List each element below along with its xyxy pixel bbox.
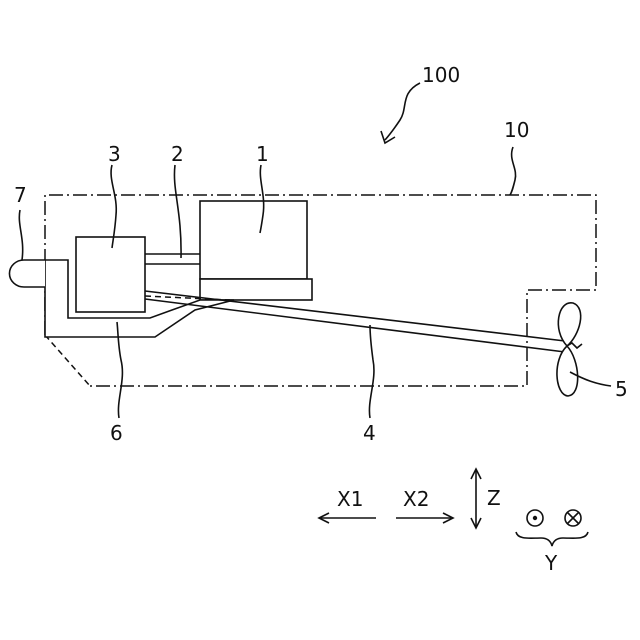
leader-7 [19,210,22,260]
propeller [557,303,582,396]
label-x2: X2 [403,487,429,511]
x-axis-legend: X1 X2 [319,487,453,523]
unit-7-knob [9,260,45,287]
leader-2 [174,165,181,258]
label-2: 2 [171,142,184,166]
unit-3-box [76,237,145,312]
label-3: 3 [108,142,121,166]
label-x1: X1 [337,487,363,511]
label-10: 10 [504,118,529,142]
label-5: 5 [615,377,628,401]
leader-3 [111,165,116,248]
leader-100 [385,83,420,140]
z-axis-legend: Z [471,469,501,528]
engine-block [200,201,307,279]
leader-10 [510,147,516,195]
leader-4 [369,325,374,418]
label-6: 6 [110,421,123,445]
into-page-icon [565,510,581,526]
label-4: 4 [363,421,376,445]
label-y: Y [544,551,558,575]
engine-mount [200,279,312,300]
label-1: 1 [256,142,269,166]
shaft-connector [145,254,200,264]
label-100: 100 [422,63,460,87]
label-z: Z [487,486,501,510]
label-7: 7 [14,183,27,207]
y-axis-legend: Y [516,510,588,575]
y-brace [516,532,588,546]
